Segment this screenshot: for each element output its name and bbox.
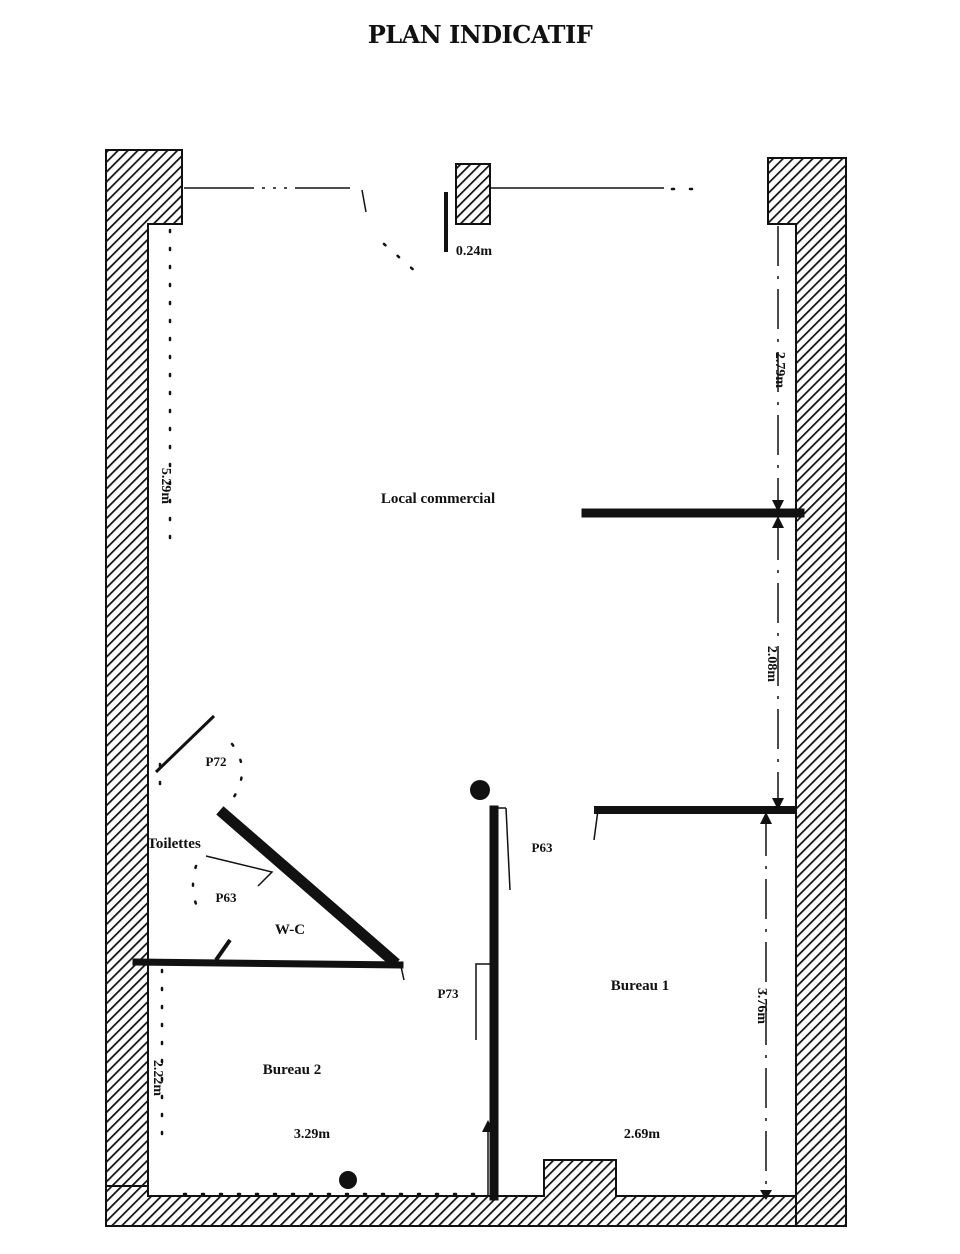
toilet-door-leaf (214, 938, 232, 962)
door-swing-left (361, 189, 367, 213)
column-center (470, 780, 490, 800)
dim-left-office2: 2.22m (150, 1060, 165, 1097)
door-label-p63-office: P63 (532, 840, 553, 855)
right-wall (767, 157, 847, 1227)
partition-office2-top (132, 958, 404, 969)
front-openings (184, 187, 702, 274)
dim-left-main: 5.29m (158, 468, 173, 505)
bottom-wall (105, 1159, 797, 1227)
exterior-walls (105, 149, 847, 1227)
plan-title: PLAN INDICATIF (367, 20, 593, 49)
door-label-p73: P73 (438, 986, 459, 1001)
dim-right-office1: 3.76m (754, 988, 769, 1025)
room-label-wc: W-C (275, 922, 305, 938)
door-swing-p63 (505, 807, 511, 891)
door-p73-frame (475, 963, 492, 1040)
dim-right-middle: 2.08m (764, 646, 779, 683)
door-label-p63-wc: P63 (216, 890, 237, 905)
dim-office1-width: 2.69m (624, 1127, 661, 1142)
door-label-p72: P72 (206, 754, 227, 769)
partition-wc-diagonal (216, 806, 400, 968)
room-label-office2: Bureau 2 (263, 1062, 321, 1078)
column-bottom (339, 1171, 357, 1189)
dimension-lines (160, 226, 784, 1200)
door-p72-leaf (154, 714, 216, 774)
partitions (132, 508, 805, 1201)
room-label-toilet: Toilettes (147, 836, 201, 852)
center-pillar (455, 163, 491, 225)
room-label-main: Local commercial (381, 491, 495, 507)
dim-right-upper: 2.79m (772, 352, 787, 389)
room-label-office1: Bureau 1 (611, 978, 669, 994)
wc-door-leaf (205, 855, 274, 887)
dim-entry-width: 0.24m (456, 244, 493, 259)
dim-office2-width: 3.29m (294, 1127, 331, 1142)
left-wall (105, 149, 183, 1187)
door-p72-swing (230, 742, 244, 802)
